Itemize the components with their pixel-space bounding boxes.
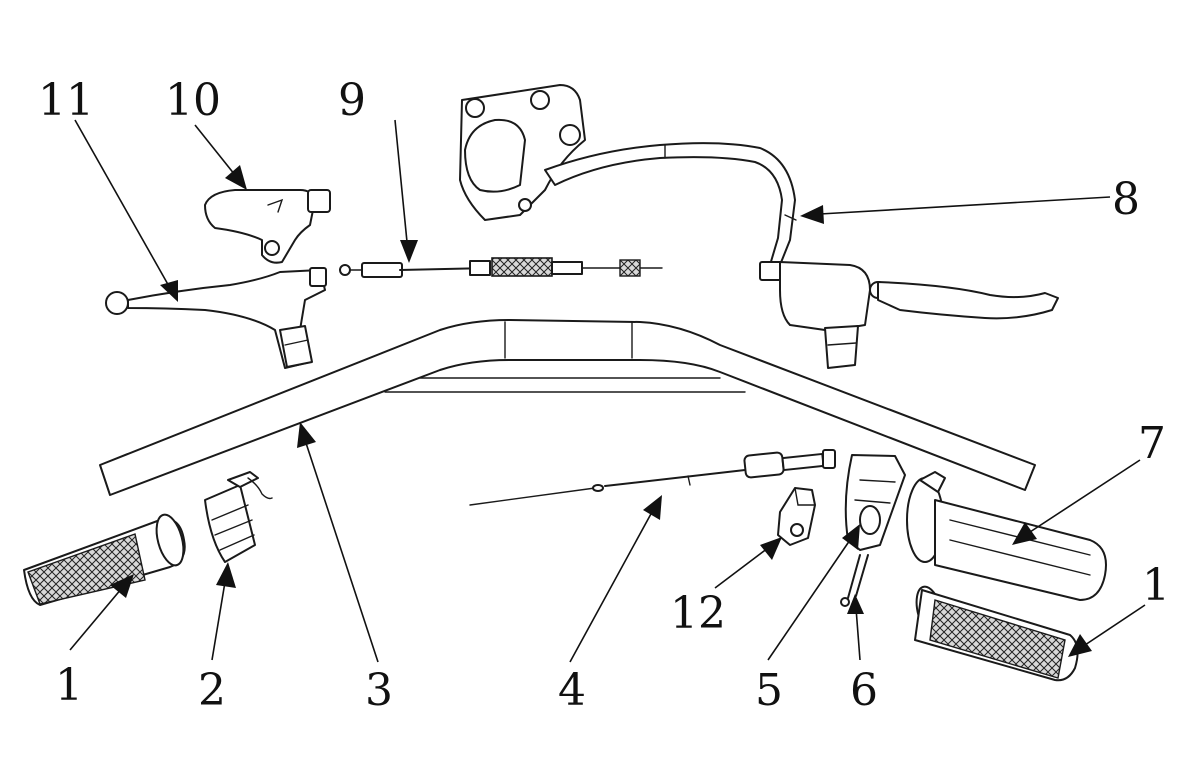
housing-screws [840,554,869,607]
callout-8: 8 [1112,174,1140,225]
callout-5: 5 [755,665,783,716]
throttle-cable [469,449,836,506]
brake-master-cylinder [759,261,1059,369]
left-switch-housing [204,471,273,563]
callout-10: 10 [165,75,221,126]
throttle-housing [844,454,906,551]
throttle-tube [906,471,1107,601]
clutch-lever [105,267,327,369]
callout-4: 4 [558,665,586,716]
brake-hose [544,142,797,266]
callout-1-right: 1 [1142,560,1170,611]
callout-12: 12 [670,588,726,639]
callout-11: 11 [38,75,94,126]
callout-labels: 11 10 9 8 7 1 1 2 3 4 12 5 6 [38,75,1170,716]
callout-7: 7 [1138,418,1166,469]
callout-1-left: 1 [55,660,83,711]
callout-9: 9 [338,75,366,126]
clutch-cable [339,257,663,278]
brake-caliper [459,84,586,221]
callout-6: 6 [850,665,878,716]
clutch-perch [204,189,331,264]
leader-lines [69,119,1146,663]
cable-guide [777,487,816,546]
left-grip [23,513,186,606]
callout-2: 2 [198,665,226,716]
callout-3: 3 [365,665,393,716]
right-grip [914,585,1079,682]
handlebar [99,319,1036,496]
